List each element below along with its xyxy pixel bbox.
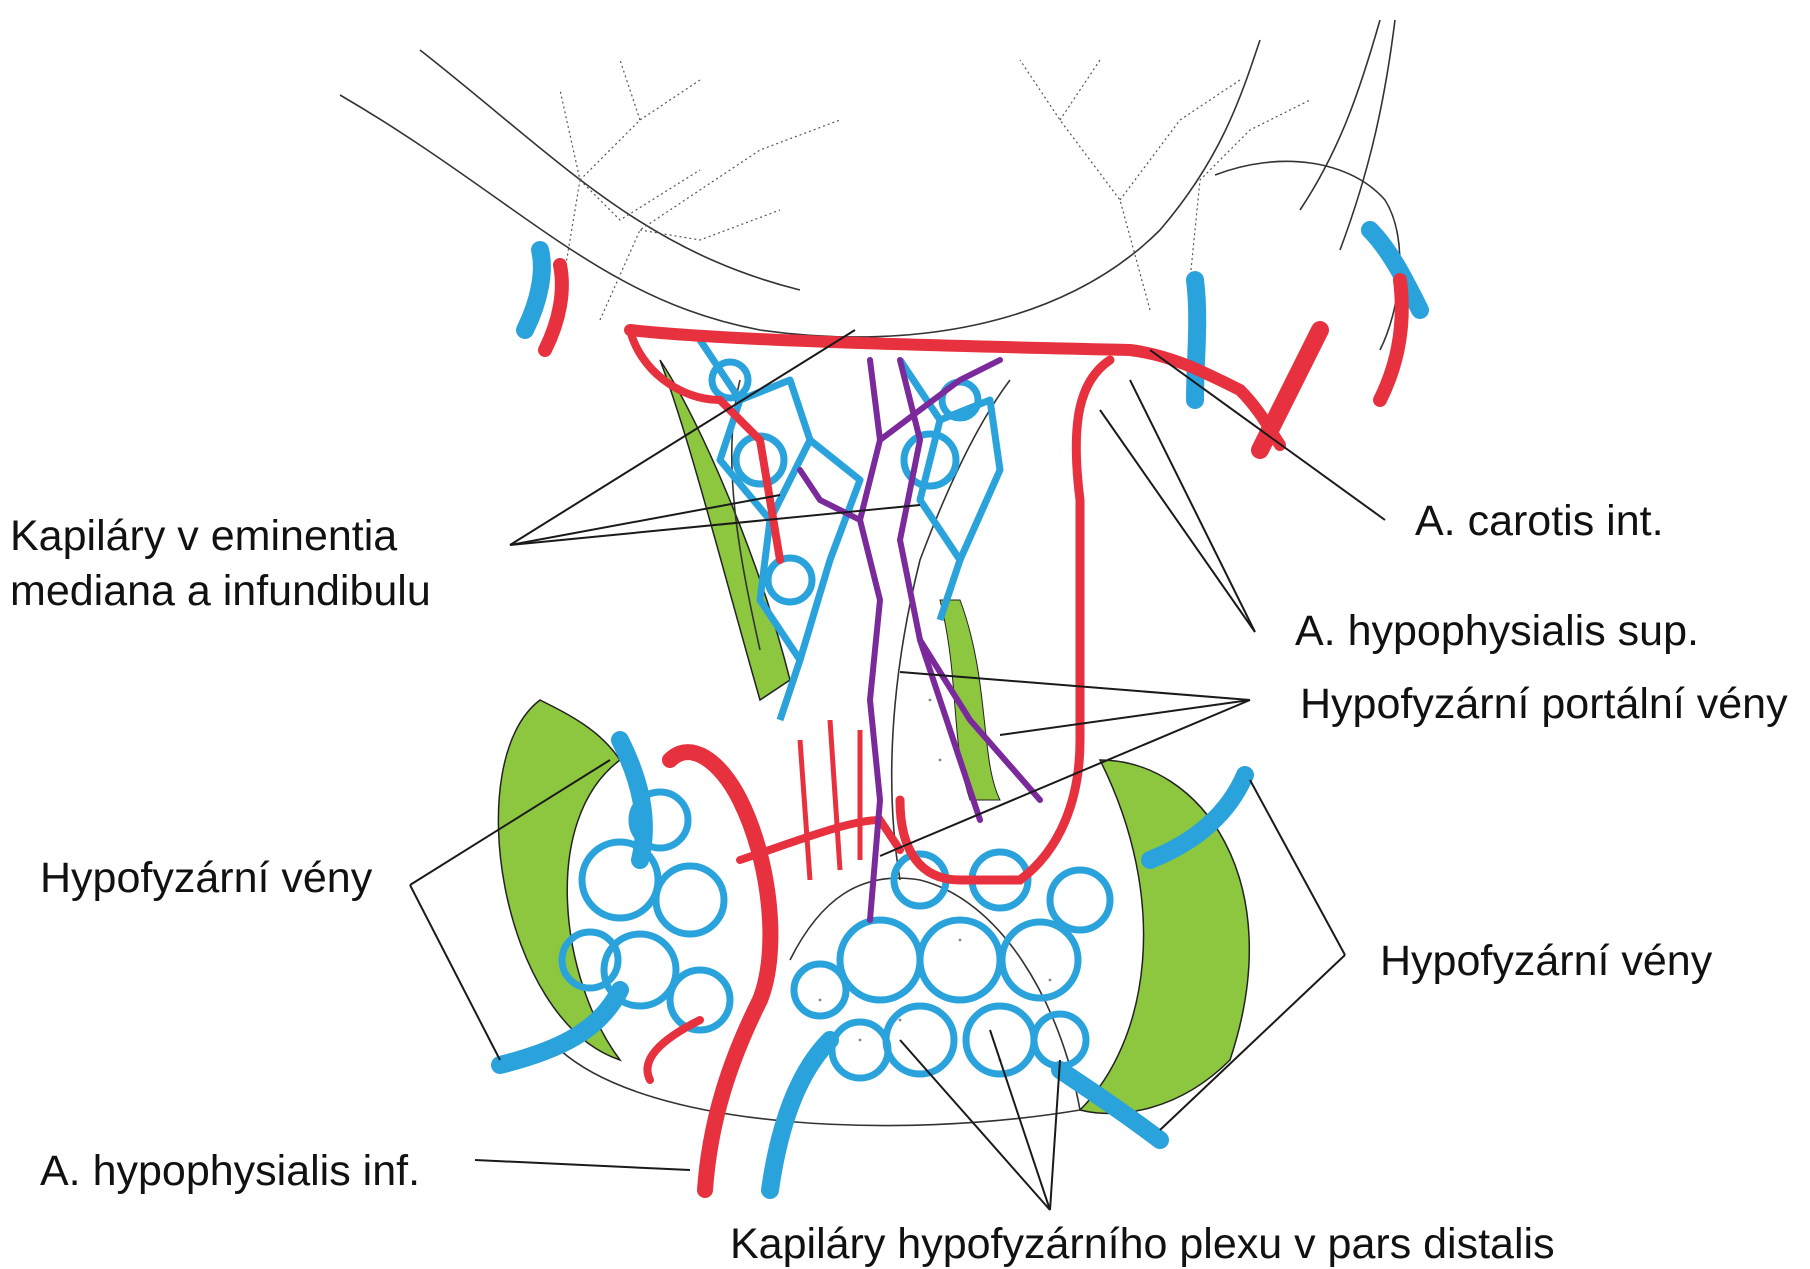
label-veins-right: Hypofyzární vény: [1380, 937, 1713, 985]
label-hypophysialis-inf: A. hypophysialis inf.: [40, 1147, 420, 1195]
label-portal-veins: Hypofyzární portální vény: [1300, 680, 1788, 728]
arterial-loops: [800, 720, 860, 880]
label-hypophysialis-sup: A. hypophysialis sup.: [1295, 607, 1699, 655]
labels: Kapiláry v eminentia mediana a infundibu…: [10, 497, 1788, 1268]
brain-outline: [340, 20, 1400, 350]
label-eminentia-line1: Kapiláry v eminentia: [10, 512, 397, 560]
stipple-pattern: [819, 519, 1052, 1062]
label-eminentia-line2: mediana a infundibulu: [10, 567, 431, 615]
label-carotis: A. carotis int.: [1415, 497, 1664, 545]
label-veins-left: Hypofyzární vény: [40, 854, 373, 902]
label-plexus: Kapiláry hypofyzárního plexu v pars dist…: [730, 1220, 1555, 1268]
